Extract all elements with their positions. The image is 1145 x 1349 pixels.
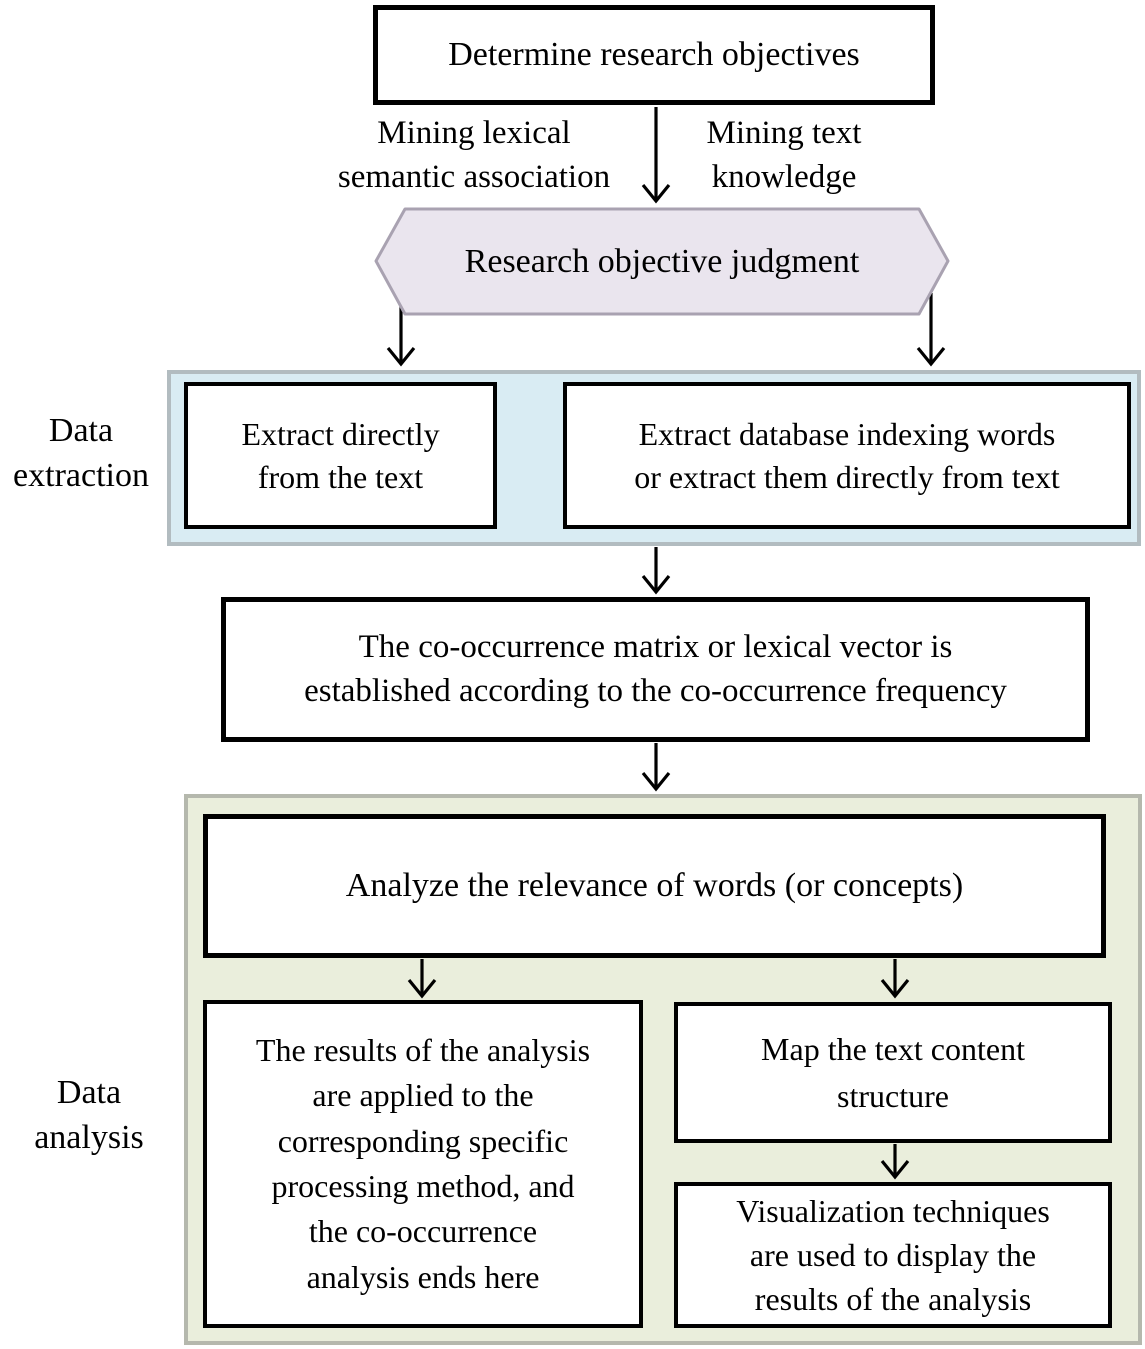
node-extract-directly-from-text: Extract directly from the text: [184, 382, 497, 529]
hexagon-label: Research objective judgment: [464, 242, 860, 280]
hexagon-polygon: [374, 207, 950, 316]
section-label-data-analysis: Data analysis: [34, 1074, 144, 1156]
node-visualization-techniques: Visualization techniques are used to dis…: [674, 1182, 1112, 1328]
hexagon-shape: [374, 207, 950, 316]
node-research-objective-judgment: Research objective judgment: [374, 206, 950, 317]
node-determine-research-objectives: Determine research objectives: [373, 5, 935, 105]
edge-label-mining-lexical-semantic-association: Mining lexical semantic association: [337, 115, 611, 195]
node-analyze-relevance-of-words: Analyze the relevance of words (or conce…: [203, 814, 1106, 958]
node-cooccurrence-matrix: The co-occurrence matrix or lexical vect…: [221, 597, 1090, 742]
edge-label-mining-text-knowledge: Mining text knowledge: [706, 115, 862, 195]
node-map-text-content-structure: Map the text content structure: [674, 1002, 1112, 1143]
section-label-data-extraction: Data extraction: [13, 412, 149, 494]
node-extract-database-indexing-words: Extract database indexing words or extra…: [563, 382, 1131, 529]
node-results-applied-processing-method: The results of the analysis are applied …: [203, 1000, 643, 1328]
